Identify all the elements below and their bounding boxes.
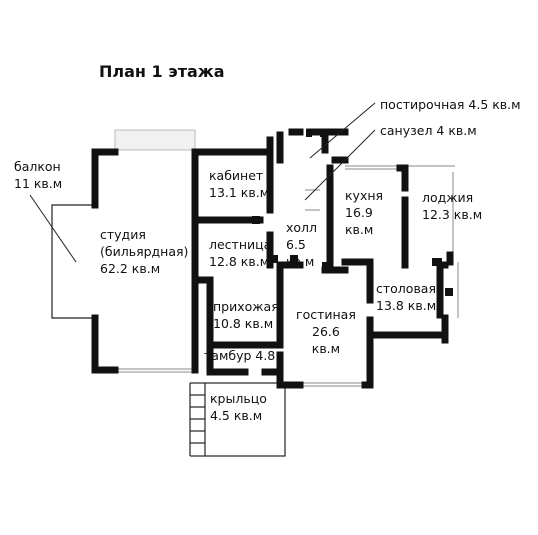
plan-title: План 1 этажа <box>99 62 225 81</box>
wall-posts <box>252 129 453 296</box>
label-studio: студия(бильярдная)62.2 кв.м <box>100 227 189 276</box>
studio-window <box>114 129 196 151</box>
walls <box>91 128 454 389</box>
balcony-outline <box>51 204 92 319</box>
leader-lines <box>29 102 376 263</box>
label-vestibule: тамбур 4.8 <box>204 348 276 363</box>
porch-steps <box>189 382 286 457</box>
label-laundry: постирочная 4.5 кв.м <box>380 97 521 112</box>
window-lines <box>115 165 459 387</box>
label-bathroom: санузел 4 кв.м <box>380 123 477 138</box>
